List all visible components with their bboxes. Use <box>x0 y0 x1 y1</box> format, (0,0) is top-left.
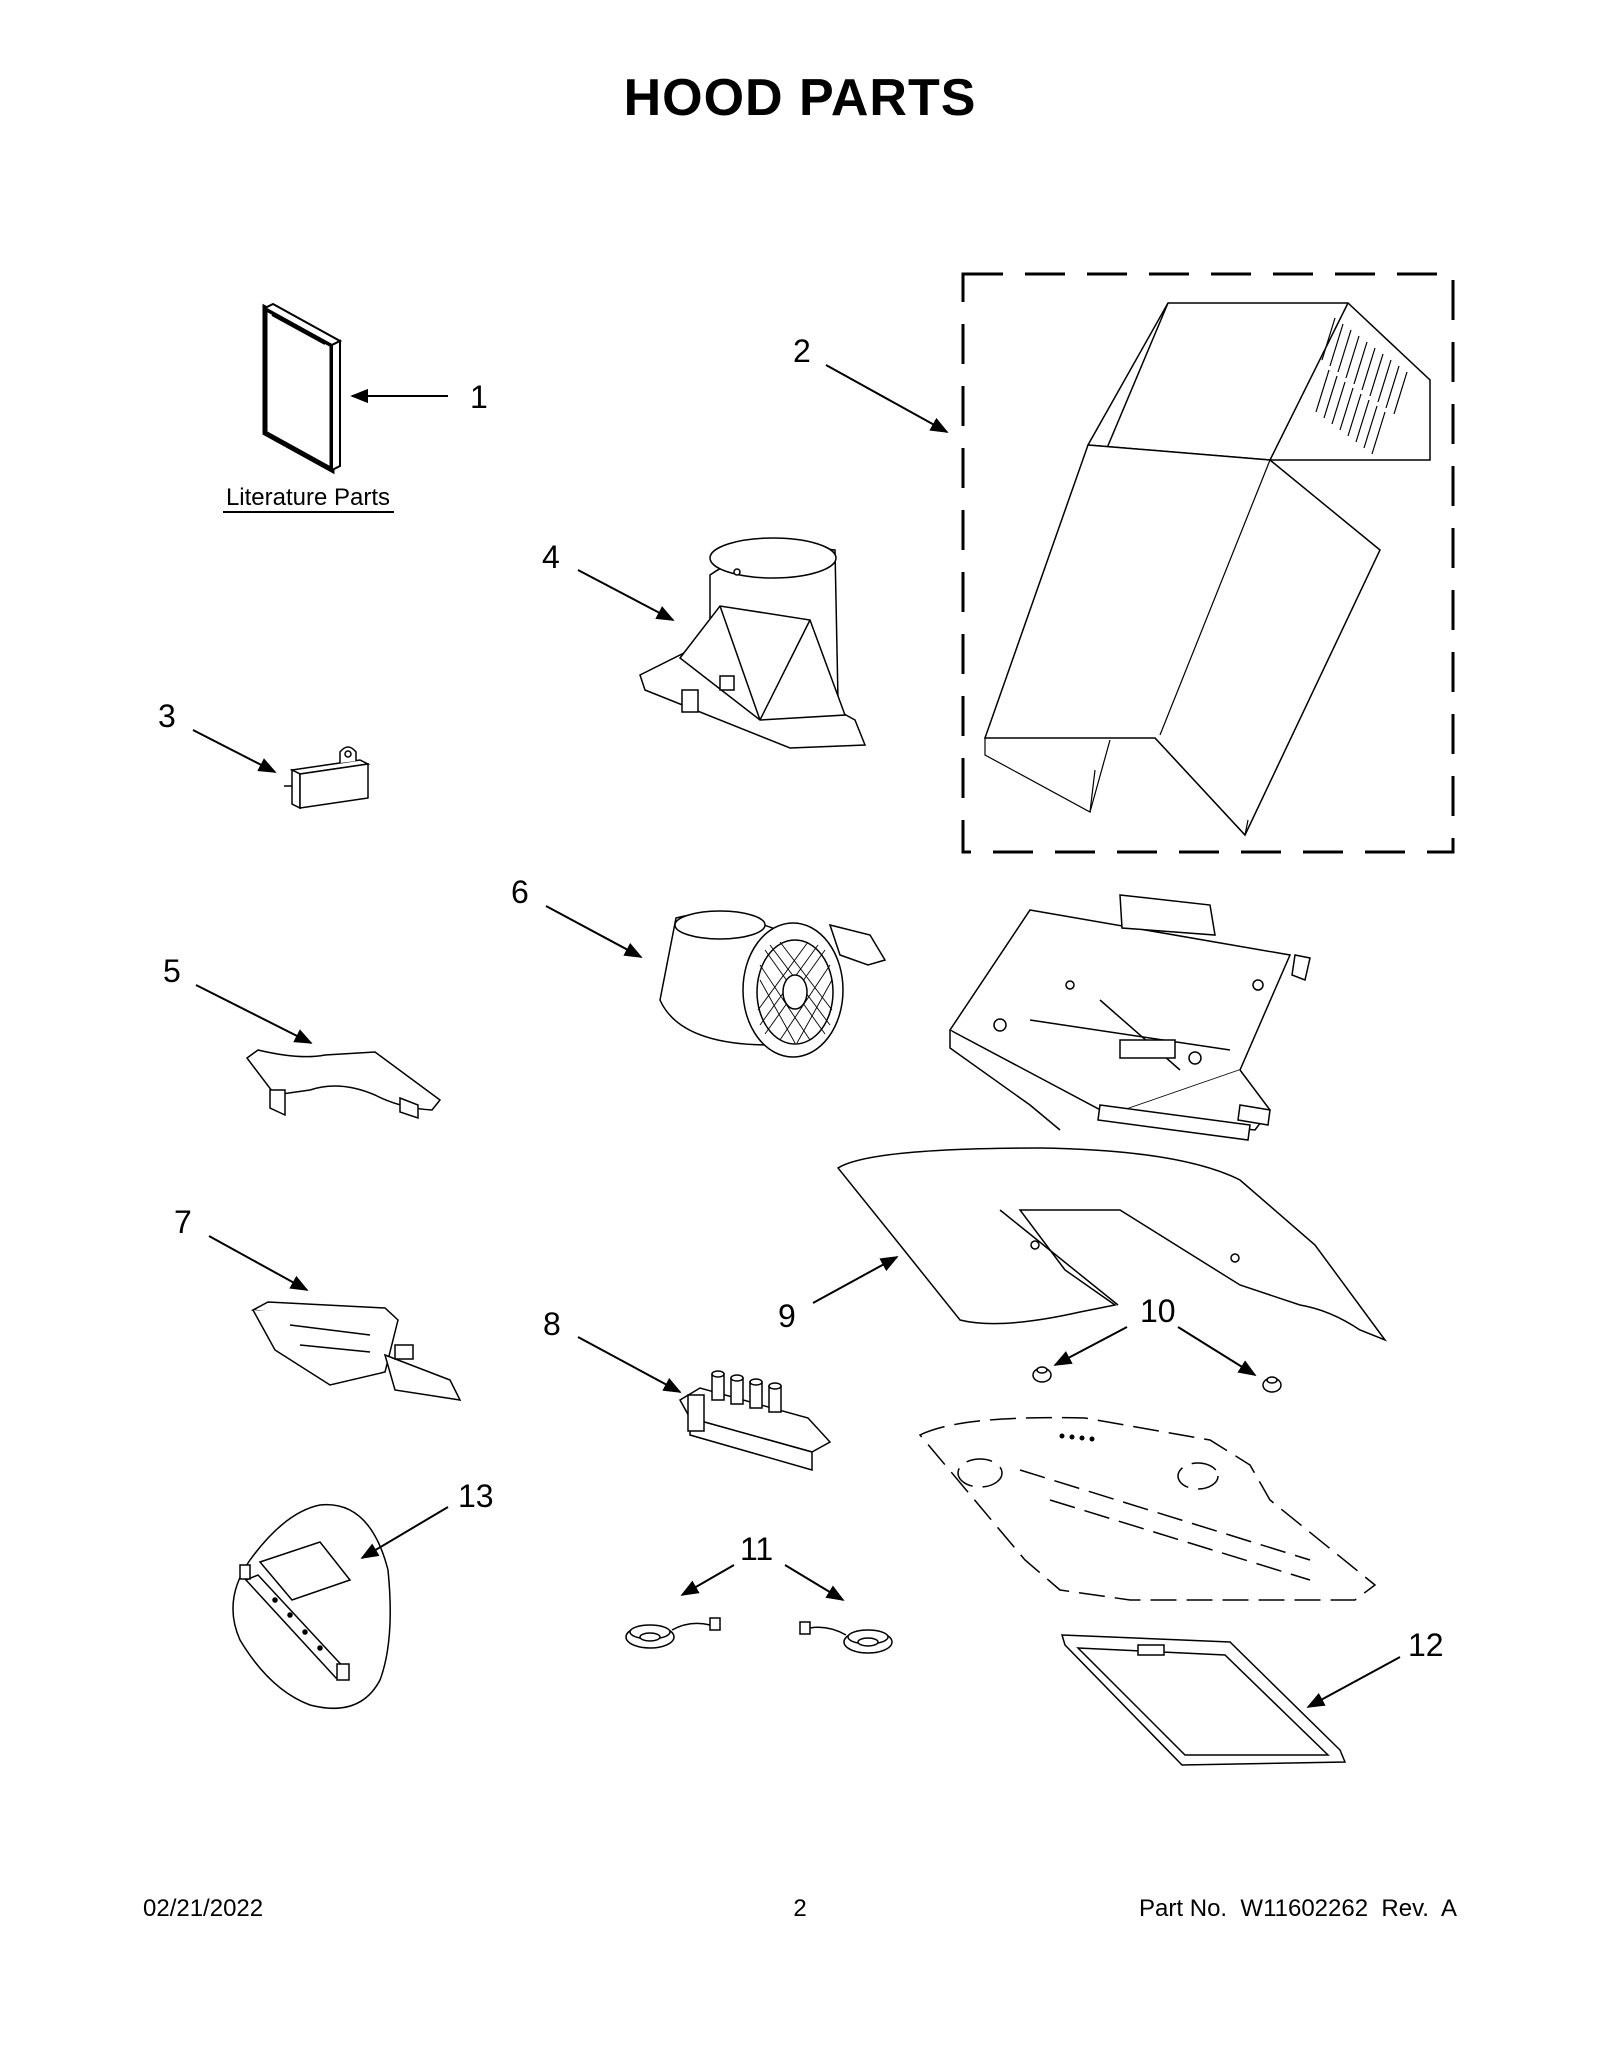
part-13-hardware-bag <box>233 1505 390 1709</box>
leader-11b <box>784 1564 845 1601</box>
callout-1: 1 <box>470 379 488 415</box>
leader-8 <box>577 1336 682 1393</box>
callout-2: 2 <box>793 333 811 369</box>
part-12-grease-filter <box>1062 1635 1345 1765</box>
footer-page-number: 2 <box>793 1895 807 1922</box>
part-7-filter-housing <box>253 1302 460 1400</box>
callout-6: 6 <box>511 874 529 910</box>
callout-7: 7 <box>174 1204 192 1240</box>
part-10-bumpers <box>1033 1367 1281 1392</box>
callout-3: 3 <box>158 698 176 734</box>
part-11-led-lights <box>626 1618 892 1653</box>
leader-6 <box>545 905 643 958</box>
leader-9 <box>812 1256 899 1304</box>
callout-5: 5 <box>163 953 181 989</box>
leader-11a <box>680 1564 735 1596</box>
callout-11: 11 <box>740 1531 773 1567</box>
page-title: HOOD PARTS <box>623 69 977 127</box>
part-4-duct-transition <box>640 538 865 748</box>
part-3-control-box <box>284 747 368 808</box>
callout-8: 8 <box>543 1306 561 1342</box>
hood-body-housing <box>950 895 1310 1140</box>
callout-10: 10 <box>1140 1293 1176 1329</box>
callout-4: 4 <box>542 539 560 575</box>
leader-7 <box>208 1235 309 1291</box>
part-1-literature <box>265 304 340 470</box>
part-8-switch-board <box>680 1371 830 1470</box>
light-panel-dots <box>1059 1433 1095 1442</box>
leader-3 <box>192 729 277 773</box>
part-9-glass-canopy <box>838 1148 1385 1340</box>
leader-13 <box>360 1506 449 1559</box>
callout-13: 13 <box>458 1478 494 1514</box>
leader-4 <box>577 569 675 621</box>
literature-parts-label: Literature Parts <box>226 484 390 511</box>
footer-date: 02/21/2022 <box>143 1895 264 1922</box>
callout-9: 9 <box>778 1298 796 1334</box>
callout-12: 12 <box>1408 1627 1444 1663</box>
footer-part-number: Part No. W11602262 Rev. A <box>1139 1895 1457 1922</box>
leader-10b <box>1177 1326 1257 1376</box>
part-5-bracket <box>247 1050 440 1118</box>
part-6-blower <box>660 911 885 1057</box>
part-2-chimney <box>963 274 1453 852</box>
leader-12 <box>1306 1656 1401 1708</box>
leader-10a <box>1053 1326 1128 1366</box>
leader-2 <box>825 364 949 433</box>
leader-5 <box>195 984 313 1044</box>
light-panel <box>920 1418 1375 1600</box>
